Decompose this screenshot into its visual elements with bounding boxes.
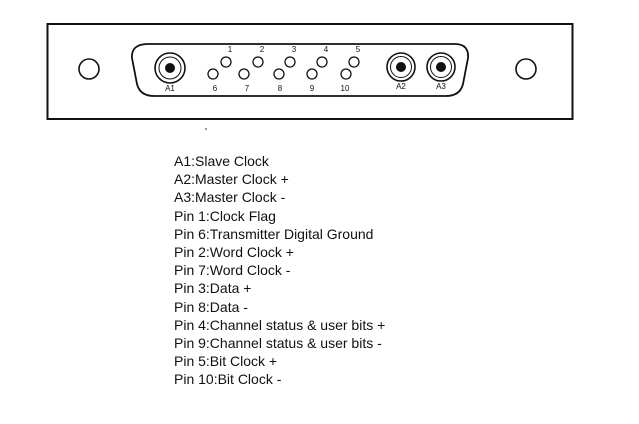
legend-item: Pin 3:Data + [174,280,252,297]
pin-label-7: 7 [245,84,250,93]
scan-speck [205,128,207,130]
connector-diagram: A1 A2 A3 1 2 3 4 5 6 7 8 9 10 [46,23,574,130]
legend-item: Pin 5:Bit Clock + [174,353,278,370]
pin-7 [238,68,250,80]
coax-label-a3: A3 [436,82,446,91]
legend-item: Pin 1:Clock Flag [174,207,276,224]
legend-item: Pin 8:Data - [174,298,248,315]
pin-1 [220,56,232,68]
coax-contact-a1 [154,52,186,84]
legend-item: Pin 9:Channel status & user bits - [174,335,382,352]
pin-label-2: 2 [260,45,265,54]
legend-item: Pin 2:Word Clock + [174,244,294,261]
pin-2 [252,56,264,68]
pin-4 [316,56,328,68]
pin-label-6: 6 [213,84,218,93]
d-shell [131,43,469,97]
legend-item: Pin 6:Transmitter Digital Ground [174,225,374,242]
legend-item: A1:Slave Clock [174,153,269,169]
mounting-hole-left [78,58,100,80]
pin-label-3: 3 [292,45,297,54]
coax-contact-a2 [386,52,416,82]
pin-label-10: 10 [341,84,350,93]
pin-6 [207,68,219,80]
pin-3 [284,56,296,68]
coax-label-a1: A1 [165,84,175,93]
pin-5 [348,56,360,68]
pin-label-9: 9 [310,84,315,93]
pin-9 [306,68,318,80]
coax-contact-a3 [426,52,456,82]
legend-item: Pin 10:Bit Clock - [174,371,282,388]
pin-label-8: 8 [278,84,283,93]
pin-legend: A1:Slave Clock A2:Master Clock + A3:Mast… [174,152,385,389]
pin-10 [340,68,352,80]
pin-label-5: 5 [356,45,361,54]
pin-label-1: 1 [228,45,233,54]
coax-label-a2: A2 [396,82,406,91]
legend-item: A3:Master Clock - [174,189,286,206]
pin-8 [273,68,285,80]
legend-item: Pin 7:Word Clock - [174,262,291,279]
mounting-hole-right [515,58,537,80]
pin-label-4: 4 [324,45,329,54]
legend-item: Pin 4:Channel status & user bits + [174,316,386,333]
legend-item: A2:Master Clock + [174,171,289,188]
